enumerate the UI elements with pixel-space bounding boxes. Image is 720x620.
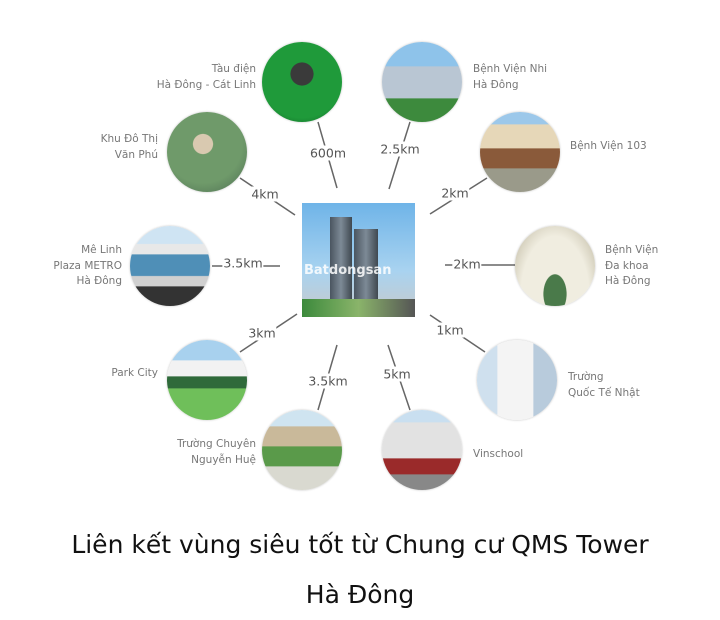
node-label: Bệnh Viện 103 (570, 140, 647, 152)
hospital-103-image (480, 112, 560, 192)
caption-line-2: Hà Đông (305, 580, 415, 609)
hospital-dakhoa-image (515, 226, 595, 306)
mall-image (130, 226, 210, 306)
distance-label: 600m (308, 145, 348, 161)
caption-line-1: Liên kết vùng siêu tốt từ Chung cư QMS T… (71, 530, 649, 559)
node-label: Vinschool (473, 448, 524, 460)
distance-label: 2km (452, 256, 482, 272)
distance-label: 2.5km (379, 141, 421, 157)
node-label: Park City (111, 367, 158, 379)
nguyen-hue-school-image (262, 410, 342, 490)
distance-label: 3.5km (222, 255, 264, 271)
japanese-school-image (477, 340, 557, 420)
distance-label: 3km (247, 325, 277, 341)
hospital-nhi-image (382, 42, 462, 122)
vinschool-image (382, 410, 462, 490)
distance-label: 2km (440, 185, 470, 201)
distance-label: 5km (382, 366, 412, 382)
distance-label: 4km (250, 186, 280, 202)
park-city-image (167, 340, 247, 420)
watermark: Batdongsan (304, 263, 392, 278)
distance-label: 1km (435, 322, 465, 338)
distance-label: 3.5km (307, 373, 349, 389)
metro-train-image (262, 42, 342, 122)
qms-tower-image: Batdongsan (302, 203, 415, 317)
urban-area-image (167, 112, 247, 192)
